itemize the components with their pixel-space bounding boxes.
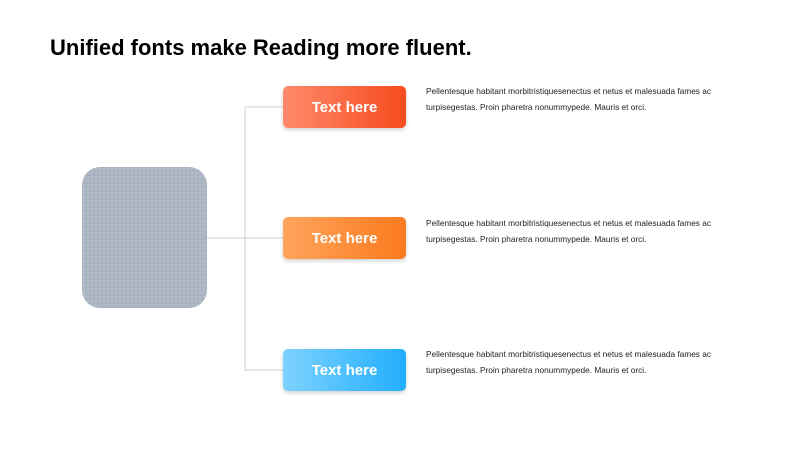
description-3: Pellentesque habitant morbitristiquesene… (426, 349, 712, 375)
slide-title: Unified fonts make Reading more fluent. (50, 35, 472, 60)
label-box-2-text: Text here (311, 229, 378, 247)
label-box-2: Text here (283, 217, 406, 259)
label-box-1: Text here (283, 86, 406, 128)
image-placeholder (82, 167, 207, 308)
label-box-1-text: Text here (311, 98, 378, 116)
label-box-3-text: Text here (311, 361, 378, 379)
description-2: Pellentesque habitant morbitristiquesene… (426, 218, 712, 244)
label-box-3: Text here (283, 349, 406, 391)
description-1: Pellentesque habitant morbitristiquesene… (426, 86, 712, 112)
